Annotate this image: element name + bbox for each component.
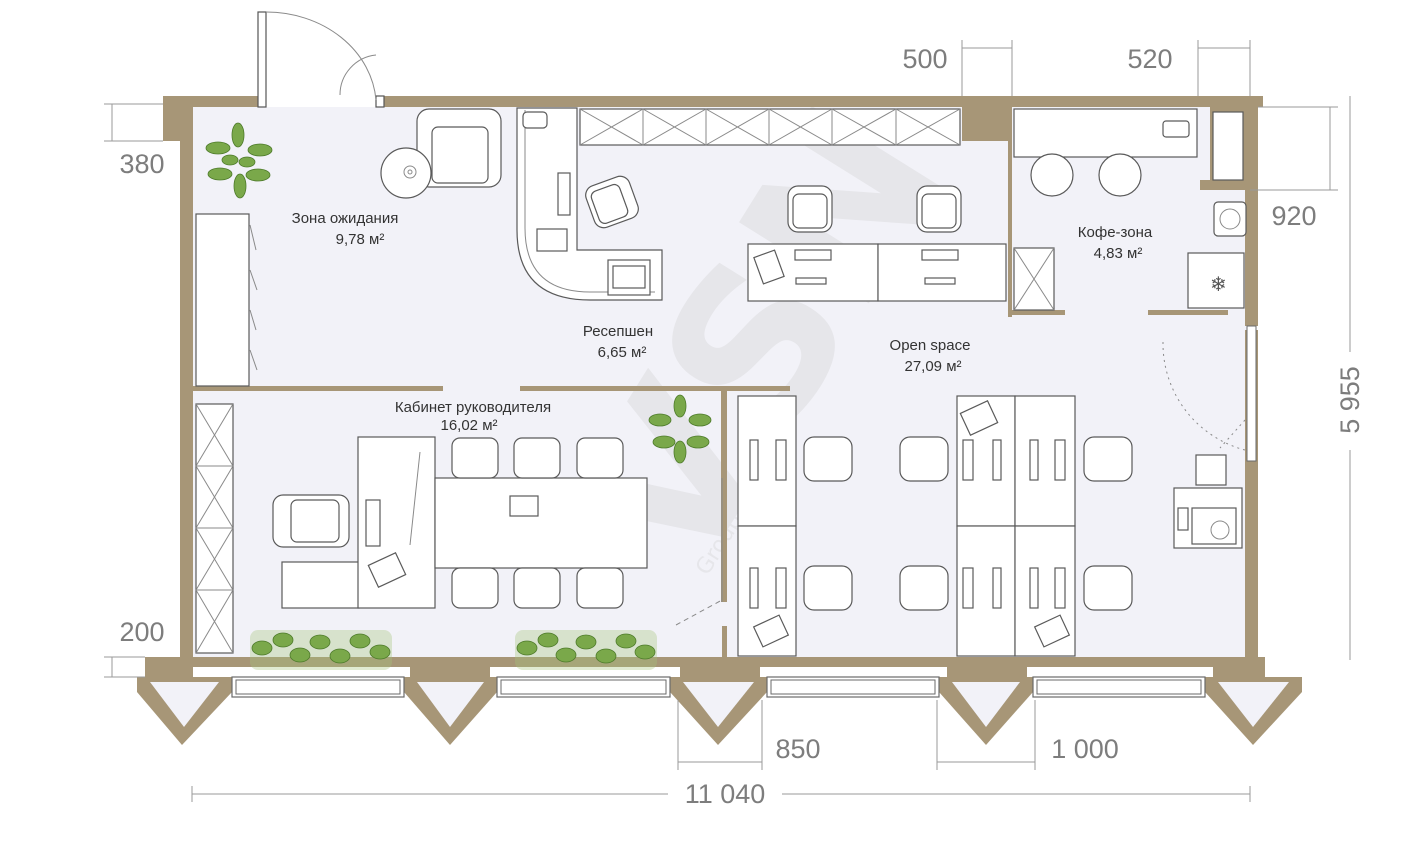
room-labels: Зона ожидания 9,78 м² Ресепшен 6,65 м² К… xyxy=(292,210,1153,434)
room-area-openspace: 27,09 м² xyxy=(904,358,961,375)
planter-left xyxy=(250,630,392,670)
director-furniture xyxy=(195,403,648,654)
plant-icon xyxy=(205,122,273,199)
dimension-labels: 500 520 380 200 920 5 955 850 1 000 11 0… xyxy=(119,44,1365,809)
dim-right-total: 5 955 xyxy=(1335,366,1365,434)
storage-cabinets xyxy=(579,108,961,146)
room-area-coffee: 4,83 м² xyxy=(1094,245,1143,262)
room-name-reception: Ресепшен xyxy=(583,323,653,340)
open-space-top-desks xyxy=(747,185,1007,302)
dim-top-1: 500 xyxy=(902,44,947,74)
dim-bottom-2: 1 000 xyxy=(1051,734,1119,764)
dimension-lines xyxy=(104,40,1351,802)
dim-bottom-1: 850 xyxy=(775,734,820,764)
open-space-chairs xyxy=(803,436,1133,611)
meeting-chairs xyxy=(451,437,624,609)
round-coffee-table xyxy=(380,147,432,199)
dim-left-bottom: 200 xyxy=(119,617,164,647)
room-name-director: Кабинет руководителя xyxy=(395,399,551,416)
reception-desk xyxy=(516,107,663,301)
office-chair-reception xyxy=(585,175,639,229)
room-name-openspace: Open space xyxy=(890,337,971,354)
room-area-director: 16,02 м² xyxy=(440,417,497,434)
director-chair xyxy=(272,494,350,548)
walls xyxy=(145,96,1265,677)
windows xyxy=(231,676,1206,698)
side-door[interactable] xyxy=(1246,325,1257,462)
dim-left-top: 380 xyxy=(119,149,164,179)
door-swing-coffee xyxy=(1162,341,1246,451)
entrance-door[interactable] xyxy=(257,11,385,108)
coffee-zone-furniture: ❄ xyxy=(1013,108,1247,311)
room-area-reception: 6,65 м² xyxy=(598,344,647,361)
workstations-left xyxy=(737,395,797,657)
door-swing-open xyxy=(1219,419,1246,449)
planter-right xyxy=(515,630,657,670)
armchair-waiting xyxy=(416,108,502,188)
room-area-waiting: 9,78 м² xyxy=(336,231,385,248)
plant-icon xyxy=(648,394,712,464)
dim-right-short: 920 xyxy=(1271,201,1316,231)
dim-top-2: 520 xyxy=(1127,44,1172,74)
room-name-waiting: Зона ожидания xyxy=(292,210,399,227)
printer-icon xyxy=(1173,454,1243,549)
dim-bottom-total: 11 040 xyxy=(685,779,766,809)
waiting-zone-furniture xyxy=(195,108,502,387)
room-name-coffee: Кофе-зона xyxy=(1078,224,1153,241)
workstations-center xyxy=(956,395,1076,657)
svg-text:❄: ❄ xyxy=(1210,274,1227,296)
facade-bays xyxy=(137,677,1302,745)
